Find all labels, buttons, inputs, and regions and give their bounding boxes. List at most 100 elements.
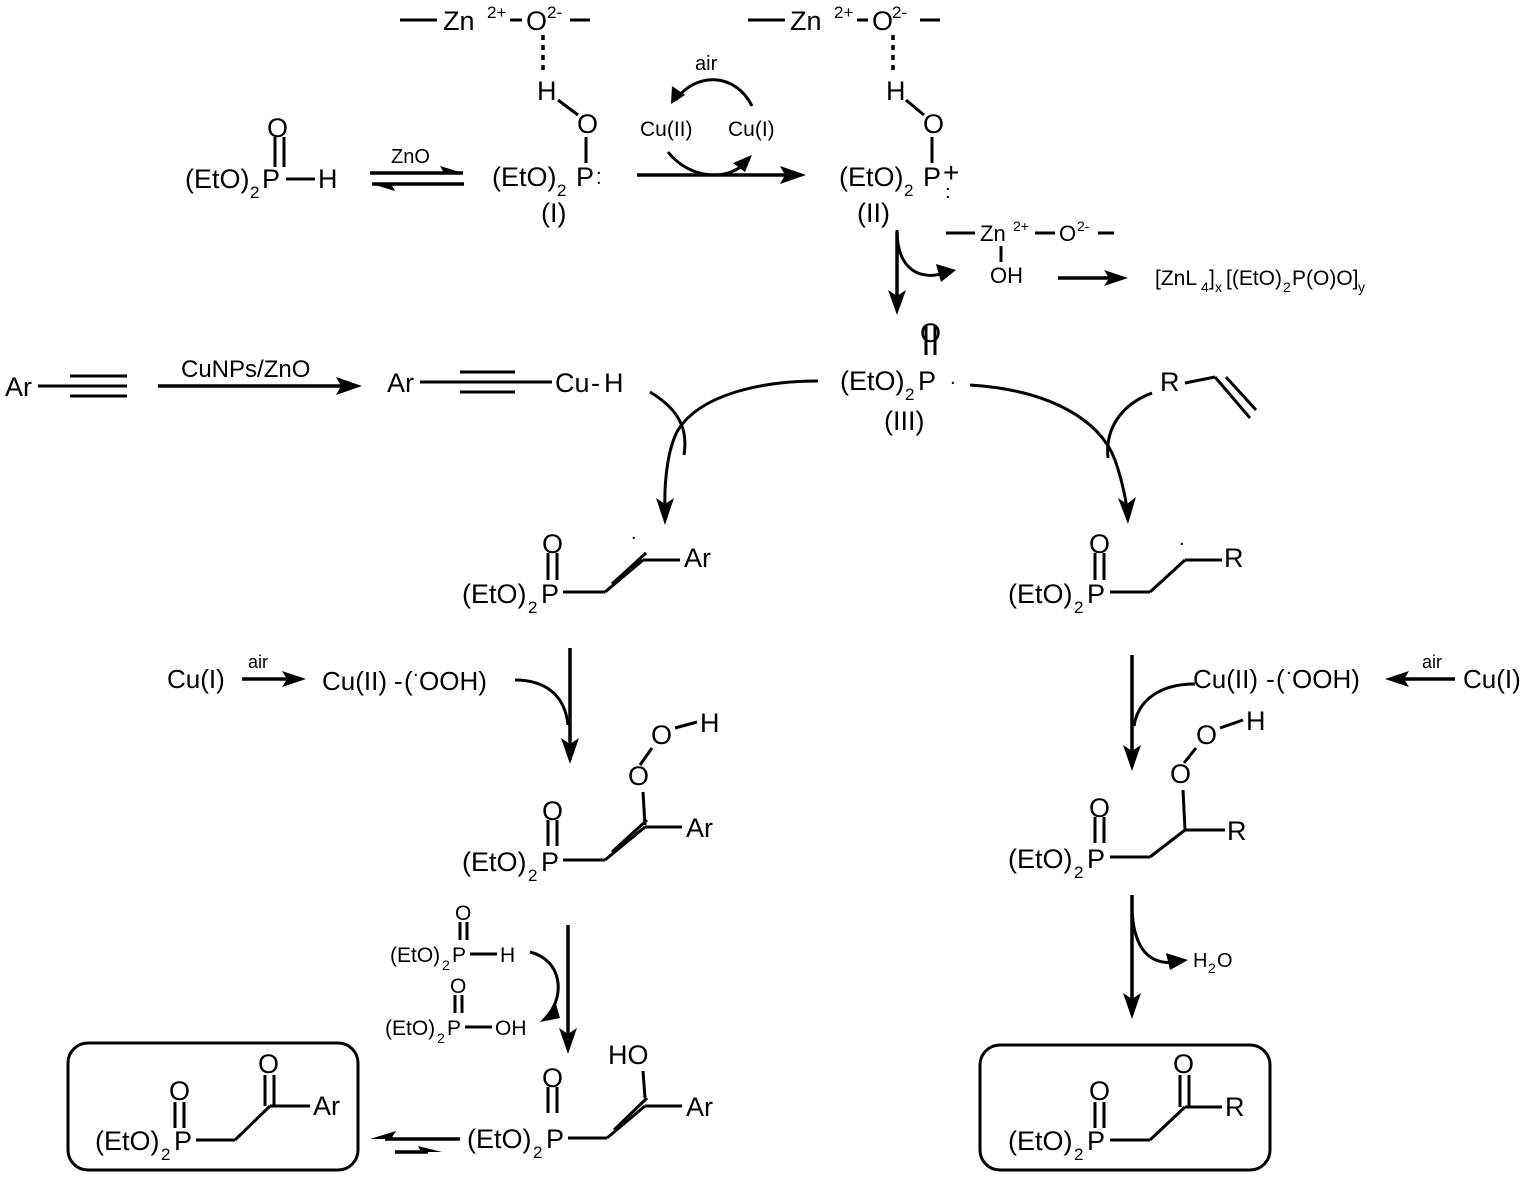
svg-text:2: 2	[250, 183, 259, 202]
arrow-left-3	[559, 925, 577, 1054]
svg-text:O: O	[526, 6, 547, 36]
hydroperoxide-vinyl: H O O O (EtO) 2 P Ar	[462, 708, 720, 885]
svg-text:(III): (III)	[884, 406, 925, 436]
svg-text:2: 2	[528, 866, 537, 885]
vinyl-radical: O (EtO) 2 P . Ar	[462, 522, 711, 617]
air-left-label: air	[248, 652, 268, 672]
svg-text:P: P	[1087, 844, 1105, 874]
dep-curved-arrow	[529, 950, 560, 1022]
product-box-left: O (EtO) 2 P O Ar	[66, 1041, 360, 1172]
svg-text:P: P	[923, 162, 941, 192]
svg-text:2+: 2+	[834, 3, 853, 22]
svg-text:P: P	[452, 944, 466, 967]
svg-text:x: x	[1215, 279, 1222, 295]
dep-side-reagent: O (EtO) 2 P H	[390, 902, 515, 973]
svg-text:.: .	[631, 522, 637, 544]
svg-text:.: .	[413, 659, 419, 681]
svg-text:.: .	[950, 367, 956, 389]
svg-text:Ar: Ar	[313, 1091, 340, 1121]
arrow-right-2	[1123, 655, 1141, 771]
svg-text:.: .	[945, 181, 951, 203]
svg-text:]: ]	[1209, 267, 1215, 290]
svg-text:(EtO): (EtO)	[1008, 844, 1073, 874]
svg-text:O: O	[169, 1076, 190, 1106]
cu1-right-label: Cu(I)	[1463, 664, 1521, 694]
enol: HO O (EtO) 2 P Ar	[467, 1040, 713, 1162]
svg-text:(EtO): (EtO)	[390, 944, 440, 967]
svg-text:(EtO): (EtO)	[467, 1124, 532, 1154]
svg-text:2: 2	[442, 957, 450, 973]
svg-text:2: 2	[1074, 598, 1083, 617]
cu-ooh-right: Cu(II) - ( . OOH) air Cu(I)	[1132, 652, 1521, 727]
arrow-right-3: H 2 O	[1123, 895, 1233, 1019]
zinc-salt: [ZnL 4 ] x [(EtO) 2 P(O)O] y	[1155, 267, 1365, 295]
svg-text:.: .	[596, 157, 602, 179]
svg-text:Cu: Cu	[555, 368, 590, 398]
svg-text:2-: 2-	[1077, 218, 1090, 234]
svg-text:2: 2	[1074, 1145, 1083, 1164]
svg-text:H: H	[1246, 706, 1266, 736]
svg-text:O: O	[542, 1063, 563, 1093]
svg-text:H: H	[318, 164, 338, 194]
svg-text:O: O	[1089, 793, 1110, 823]
svg-text:O: O	[1173, 1049, 1194, 1079]
svg-text:-: -	[394, 666, 403, 696]
svg-text:O: O	[872, 6, 893, 36]
svg-text:(I): (I)	[541, 198, 566, 228]
svg-text:P: P	[546, 1124, 564, 1154]
svg-text:O: O	[651, 720, 672, 750]
svg-text:2: 2	[437, 1030, 445, 1046]
arrow-cunps: CuNPs/ZnO	[158, 356, 362, 395]
svg-text:y: y	[1358, 279, 1365, 295]
air-right-label: air	[1422, 652, 1442, 672]
product-box-right: O (EtO) 2 P O R	[978, 1043, 1272, 1172]
svg-text:2: 2	[557, 181, 566, 200]
svg-text:O: O	[267, 113, 288, 143]
svg-text:Ar: Ar	[684, 543, 711, 573]
svg-text:[(EtO): [(EtO)	[1226, 267, 1282, 290]
svg-text:2+: 2+	[487, 3, 506, 22]
svg-text:(EtO): (EtO)	[840, 366, 905, 396]
svg-text:(EtO): (EtO)	[462, 847, 527, 877]
svg-text:-: -	[1266, 664, 1275, 694]
cu1-left-label: Cu(I)	[167, 664, 225, 694]
svg-text:4: 4	[1201, 279, 1209, 295]
svg-text:H: H	[537, 76, 557, 106]
svg-text:2-: 2-	[892, 3, 907, 22]
svg-text:2: 2	[161, 1145, 170, 1164]
svg-text:O: O	[628, 761, 649, 791]
svg-text:(EtO): (EtO)	[185, 164, 250, 194]
radical-III: O (EtO) 2 P . (III)	[840, 318, 956, 436]
cunps-label: CuNPs/ZnO	[181, 356, 310, 383]
svg-text:O: O	[577, 109, 598, 139]
svg-text:(: (	[1276, 664, 1285, 694]
svg-text:P: P	[541, 579, 559, 609]
svg-text:+: +	[943, 157, 959, 188]
svg-text:O: O	[542, 529, 563, 559]
svg-text:HO: HO	[608, 1040, 649, 1070]
svg-text:O: O	[920, 318, 941, 348]
svg-text:R: R	[1225, 1092, 1245, 1122]
alkene: R	[1160, 367, 1258, 419]
svg-text:P: P	[1087, 1126, 1105, 1156]
svg-text:P: P	[262, 164, 280, 194]
svg-text:O: O	[1089, 529, 1110, 559]
svg-text:Ar: Ar	[5, 372, 32, 402]
svg-text:Ar: Ar	[387, 368, 414, 398]
svg-text:2: 2	[1283, 279, 1291, 295]
svg-text:H: H	[500, 944, 515, 967]
svg-text:OOH): OOH)	[1292, 664, 1360, 694]
svg-text:OOH): OOH)	[419, 666, 487, 696]
svg-text:(EtO): (EtO)	[839, 162, 904, 192]
svg-text:P: P	[918, 366, 936, 396]
curved-arrow-right	[969, 383, 1153, 524]
arrow-II-to-III	[888, 229, 956, 315]
svg-text:Cu(II): Cu(II)	[1193, 664, 1258, 694]
alkyl-radical: O (EtO) 2 P . R	[1008, 528, 1244, 617]
copper-acetylide: Ar Cu - H	[387, 368, 624, 398]
copper-cycle: air Cu(II) Cu(I)	[637, 53, 806, 184]
arrow-to-zinc-salt	[1058, 270, 1128, 286]
svg-text:.: .	[596, 167, 602, 189]
svg-text:Ar: Ar	[686, 813, 713, 843]
